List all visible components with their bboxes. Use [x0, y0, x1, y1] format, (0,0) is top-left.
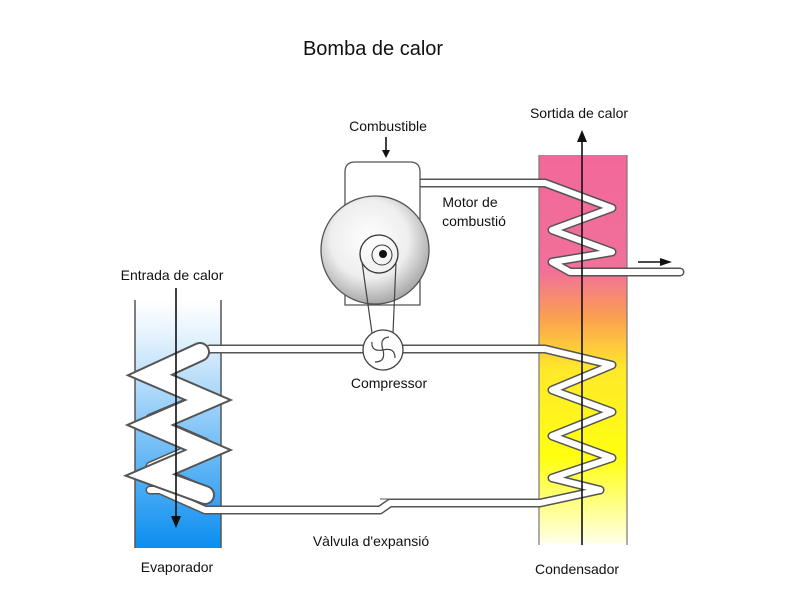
combustion-engine — [320, 161, 430, 334]
heat-out-arrow — [577, 130, 587, 545]
label-evaporator: Evaporador — [140, 559, 214, 575]
label-engine-line2: combustió — [442, 213, 506, 229]
label-condenser: Condensador — [534, 561, 620, 577]
label-engine-line1: Motor de — [442, 194, 498, 210]
compressor — [362, 329, 404, 371]
outflow-arrow — [638, 258, 672, 266]
diagram-title: Bomba de calor — [302, 38, 444, 60]
label-compressor: Compressor — [350, 375, 428, 391]
label-fuel: Combustible — [349, 118, 427, 134]
label-expansion-valve: Vàlvula d'expansió — [312, 533, 430, 549]
evaporator-coil-loops — [122, 342, 234, 505]
label-heat-in: Entrada de calor — [120, 267, 224, 283]
heat-in-arrow — [171, 288, 181, 528]
label-heat-out: Sortida de calor — [529, 105, 629, 121]
fuel-arrow — [382, 137, 390, 158]
